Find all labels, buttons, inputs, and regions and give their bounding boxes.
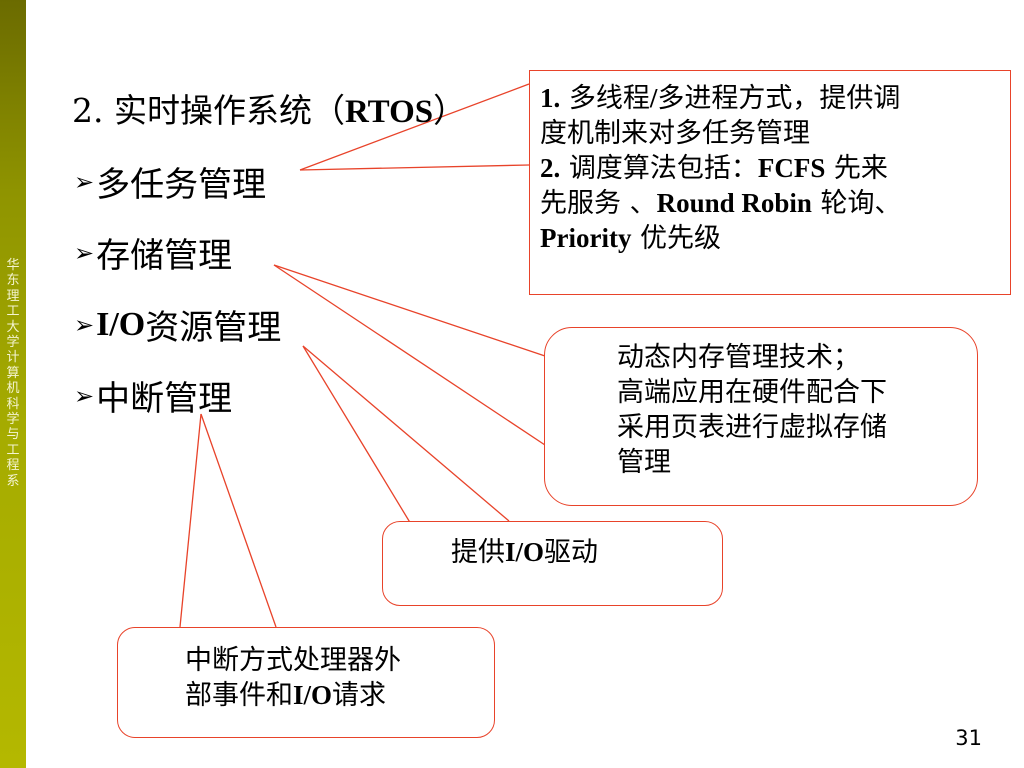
connector-interrupt-right [200, 413, 277, 628]
bullet-label-en: I/O [96, 305, 146, 343]
callout-line: 管理 [617, 447, 671, 478]
connector-storage-bottom [273, 264, 549, 448]
bullet-label: 存储管理 [96, 236, 233, 276]
bullet-interrupt: ➢中断管理 [74, 371, 232, 420]
connector-multitask-top [299, 83, 530, 171]
sidebar-institution-label: 华东理工大学计算机科学与工程系 [6, 258, 20, 489]
callout-slash: / [649, 83, 658, 113]
callout-text: 轮询、 [811, 188, 902, 219]
bullet-multitask: ➢多任务管理 [74, 157, 266, 206]
connector-io-right [302, 345, 510, 522]
sidebar-band: 华东理工大学计算机科学与工程系 [0, 0, 26, 768]
callout-text: 调度算法包括： [560, 153, 758, 184]
callout-line: 中断方式处理器外 [185, 645, 401, 676]
callout-line: 2. 调度算法包括：FCFS 先来 [540, 151, 1000, 186]
callout-num: 1. [540, 83, 561, 113]
bullet-arrow-icon: ➢ [74, 167, 95, 196]
bullet-label: 资源管理 [145, 308, 282, 348]
callout-io: 提供I/O驱动 [382, 521, 723, 606]
callout-line: Priority 优先级 [540, 221, 1000, 256]
callout-interrupt: 中断方式处理器外 部事件和I/O请求 [117, 627, 495, 738]
callout-text: 先服务 、 [540, 188, 657, 219]
connector-io-left [302, 345, 421, 540]
callout-line: 1. 多线程/多进程方式，提供调 [540, 81, 1000, 116]
callout-multitask: 1. 多线程/多进程方式，提供调 度机制来对多任务管理 2. 调度算法包括：FC… [529, 70, 1011, 295]
heading-acronym: RTOS [345, 94, 434, 130]
connector-multitask-bottom [299, 164, 530, 171]
bullet-storage: ➢存储管理 [74, 228, 232, 277]
callout-text: 先来 [825, 153, 888, 184]
bullet-arrow-icon: ➢ [74, 381, 95, 410]
bullet-label: 中断管理 [96, 379, 233, 419]
bullet-arrow-icon: ➢ [74, 238, 95, 267]
callout-line: 高端应用在硬件配合下 [617, 377, 887, 408]
heading-text: 实时操作系统（ [114, 91, 345, 130]
callout-term: I/O [505, 537, 545, 567]
callout-line: 采用页表进行虚拟存储 [617, 412, 887, 443]
callout-num: 2. [540, 153, 561, 183]
callout-term: I/O [293, 680, 333, 710]
section-heading: 2. 实时操作系统（RTOS） [72, 84, 466, 132]
heading-number: 2. [72, 91, 104, 130]
callout-storage: 动态内存管理技术； 高端应用在硬件配合下 采用页表进行虚拟存储 管理 [544, 327, 978, 506]
callout-line: 提供I/O驱动 [451, 535, 722, 570]
connector-interrupt-left [179, 413, 202, 628]
callout-term: Round Robin [656, 188, 812, 218]
callout-text: 多进程方式，提供调 [657, 83, 901, 114]
heading-close-paren: ） [433, 91, 467, 130]
callout-line: 部事件和I/O请求 [185, 678, 494, 713]
callout-text: 提供 [451, 537, 505, 568]
callout-line: 动态内存管理技术； [617, 342, 860, 373]
callout-term: FCFS [757, 153, 826, 183]
bullet-label: 多任务管理 [96, 165, 267, 205]
callout-text: 部事件和 [185, 680, 293, 711]
callout-text: 驱动 [544, 537, 599, 568]
callout-text: 优先级 [631, 223, 722, 254]
callout-text: 请求 [332, 680, 387, 711]
page-number: 31 [955, 726, 982, 750]
callout-line: 先服务 、Round Robin 轮询、 [540, 186, 1000, 221]
callout-text: 多线程 [560, 83, 650, 114]
connector-storage-top [273, 264, 546, 357]
callout-line: 度机制来对多任务管理 [540, 118, 810, 149]
bullet-arrow-icon: ➢ [74, 310, 95, 339]
callout-term: Priority [540, 223, 632, 253]
